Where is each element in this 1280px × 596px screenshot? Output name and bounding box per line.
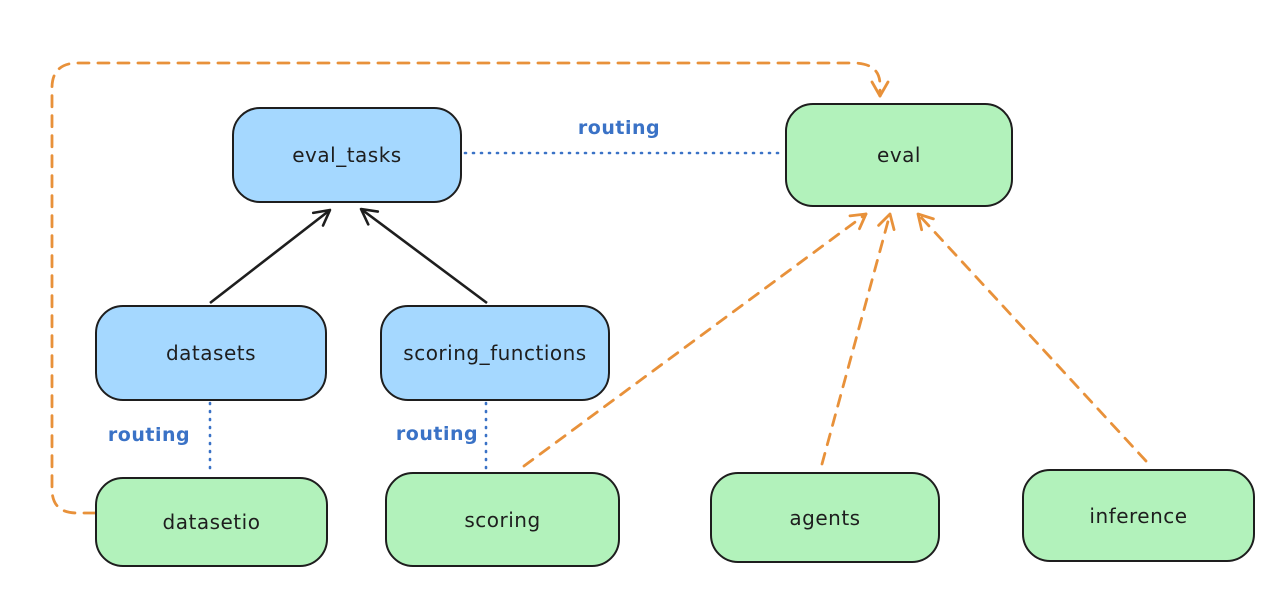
node-eval-label: eval — [877, 143, 921, 167]
edge-label-routing-scoring: routing — [395, 423, 479, 445]
edge-scoring-functions-to-eval-tasks — [359, 207, 488, 305]
node-inference: inference — [1022, 469, 1255, 562]
edge-agents-to-eval — [820, 212, 896, 466]
node-datasetio: datasetio — [95, 477, 328, 567]
node-scoring: scoring — [385, 472, 620, 567]
node-inference-label: inference — [1089, 503, 1188, 528]
edge-datasets-to-eval-tasks — [209, 208, 332, 305]
node-scoring-functions-label: scoring_functions — [403, 341, 587, 365]
node-scoring-functions: scoring_functions — [380, 305, 610, 401]
node-datasets: datasets — [95, 305, 327, 401]
node-scoring-label: scoring — [464, 507, 541, 532]
edge-inference-to-eval — [916, 212, 1148, 463]
node-datasets-label: datasets — [165, 341, 257, 365]
edge-label-routing-datasets: routing — [107, 424, 191, 446]
node-eval-tasks: eval_tasks — [232, 107, 462, 203]
node-agents: agents — [710, 472, 940, 563]
node-eval-tasks-label: eval_tasks — [292, 143, 402, 167]
node-agents-label: agents — [789, 505, 861, 530]
node-datasetio-label: datasetio — [162, 510, 261, 534]
edge-label-routing-top: routing — [577, 117, 661, 139]
node-eval: eval — [785, 103, 1013, 207]
